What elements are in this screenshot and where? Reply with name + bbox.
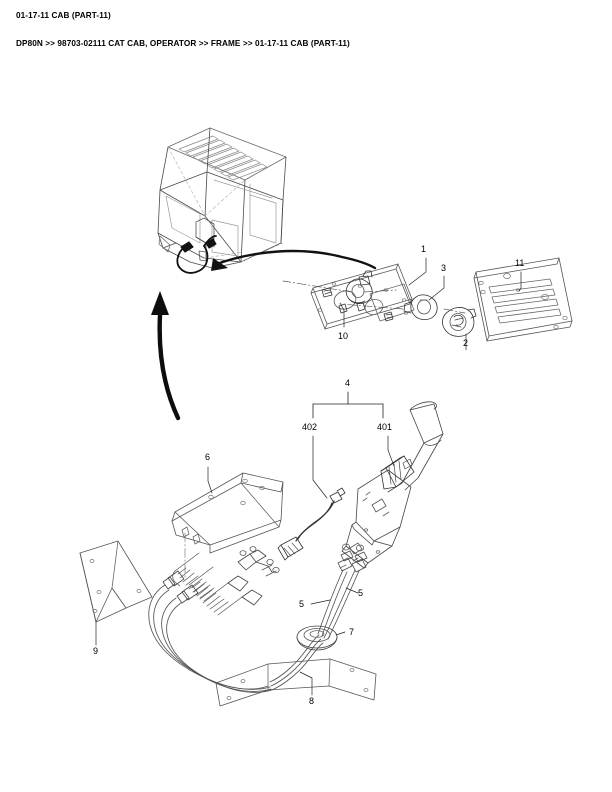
assembly-direction-arrow (151, 291, 181, 421)
leader-5b (345, 587, 359, 594)
callout-8: 8 (309, 696, 315, 706)
knob-switch-upper (345, 270, 373, 305)
callout-6: 6 (205, 452, 211, 462)
group-bracket-4 (312, 391, 384, 419)
callout-5-right: 5 (358, 588, 364, 598)
callout-5-left: 5 (299, 599, 305, 609)
operator-cab-assembly (157, 127, 287, 269)
leader-6 (207, 466, 213, 494)
leader-401 (387, 435, 395, 467)
cable-grommet (296, 625, 338, 651)
page-title: 01-17-11 CAB (PART-11) (16, 11, 111, 20)
callout-7: 7 (349, 627, 355, 637)
callout-3: 3 (441, 263, 447, 273)
control-cable-upper (269, 634, 324, 691)
cab-to-panel-leader (211, 249, 377, 271)
knob-switch-lower (442, 307, 477, 337)
switch-panel-plate (310, 263, 415, 330)
cover-box (171, 472, 284, 554)
cab-installed-cable (176, 235, 217, 274)
cable-spring-assembly (162, 546, 280, 616)
knob-switch-middle (403, 294, 438, 321)
leader-10 (339, 302, 345, 328)
callout-402: 402 (302, 422, 318, 432)
callout-11: 11 (515, 258, 525, 268)
callout-401: 401 (377, 422, 393, 432)
corner-bracket (79, 540, 153, 623)
leader-402 (312, 435, 328, 499)
breadcrumb: DP80N >> 98703-02111 CAT CAB, OPERATOR >… (16, 39, 350, 48)
callout-1: 1 (421, 244, 427, 254)
callout-2: 2 (463, 338, 469, 348)
leader-3 (428, 275, 445, 301)
control-lever-assembly (341, 401, 444, 569)
leader-8 (299, 671, 313, 696)
leader-1 (408, 257, 427, 286)
leader-11 (518, 271, 522, 292)
leader-7 (335, 631, 346, 636)
wire-harness-connector (277, 487, 346, 561)
callout-9: 9 (93, 646, 99, 656)
control-cable (148, 584, 273, 693)
vented-cover-plate (473, 257, 573, 342)
leader-5a (310, 599, 331, 605)
callout-4: 4 (345, 378, 351, 388)
callout-10: 10 (338, 331, 349, 341)
lower-mounting-bracket (215, 658, 377, 707)
